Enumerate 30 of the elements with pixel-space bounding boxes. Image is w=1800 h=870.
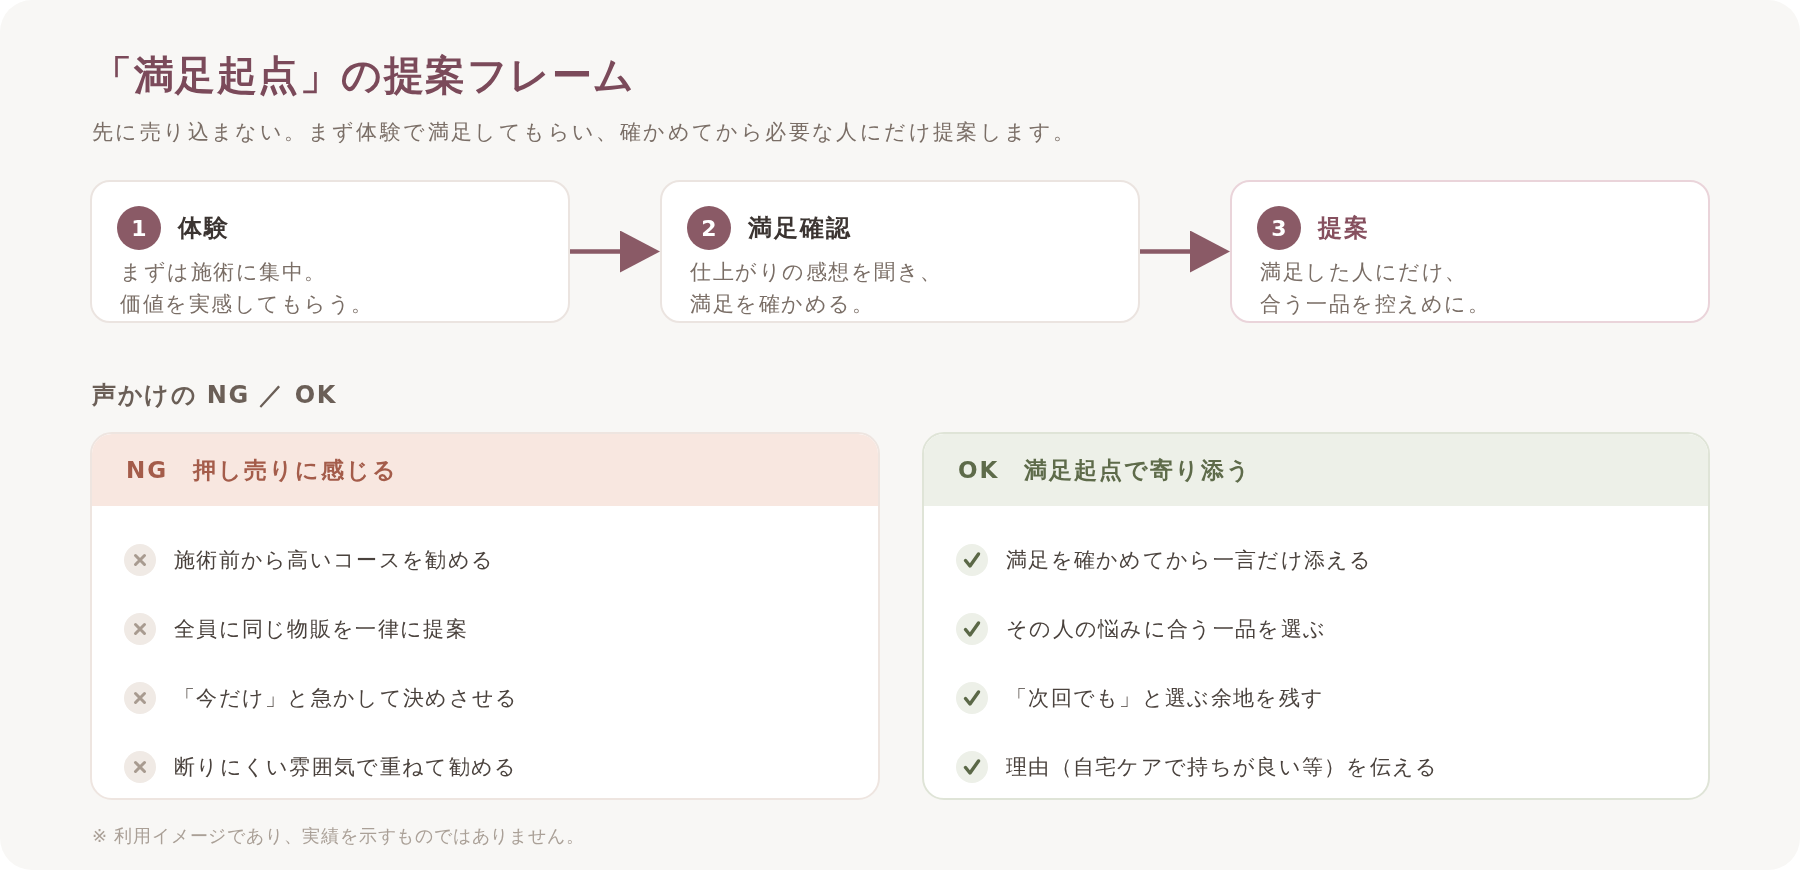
step-title: 満足確認 bbox=[748, 213, 852, 244]
step-card bbox=[90, 180, 570, 323]
step-number: 1 bbox=[117, 206, 161, 250]
list-item: 「今だけ」と急かして決めさせる bbox=[174, 685, 519, 712]
list-item: 「次回でも」と選ぶ余地を残す bbox=[1006, 685, 1325, 712]
step-description: 満足した人にだけ、合う一品を控えめに。 bbox=[1260, 259, 1491, 318]
list-item: その人の悩みに合う一品を選ぶ bbox=[1006, 616, 1327, 643]
step-card bbox=[1230, 180, 1710, 323]
step-number: 2 bbox=[687, 206, 731, 250]
arrow bbox=[570, 230, 660, 273]
list-item: 理由（自宅ケアで持ちが良い等）を伝える bbox=[1006, 754, 1439, 781]
comparison-panel bbox=[922, 432, 1710, 800]
step-title: 体験 bbox=[178, 213, 230, 244]
arrow bbox=[1140, 230, 1230, 273]
step-number: 3 bbox=[1257, 206, 1301, 250]
list-item: 断りにくい雰囲気で重ねて勧める bbox=[174, 754, 518, 781]
step-title: 提案 bbox=[1318, 213, 1370, 244]
list-item: 施術前から高いコースを勧める bbox=[174, 547, 495, 574]
comparison-panel bbox=[90, 432, 880, 800]
step-card bbox=[660, 180, 1140, 323]
step-description: まずは施術に集中。価値を実感してもらう。 bbox=[120, 259, 375, 318]
step-description: 仕上がりの感想を聞き、満足を確かめる。 bbox=[690, 259, 944, 318]
section-heading: 声かけの NG ／ OK bbox=[92, 380, 337, 411]
panel-title: NG 押し売りに感じる bbox=[126, 456, 399, 485]
subtitle: 先に売り込まない。まず体験で満足してもらい、確かめてから必要な人にだけ提案します。 bbox=[92, 119, 1077, 146]
panel-title: OK 満足起点で寄り添う bbox=[958, 456, 1253, 485]
title: 「満足起点」の提案フレーム bbox=[92, 50, 636, 100]
list-item: 満足を確かめてから一言だけ添える bbox=[1006, 547, 1373, 574]
footnote: ※ 利用イメージであり、実績を示すものではありません。 bbox=[92, 824, 585, 848]
list-item: 全員に同じ物販を一律に提案 bbox=[174, 616, 468, 643]
